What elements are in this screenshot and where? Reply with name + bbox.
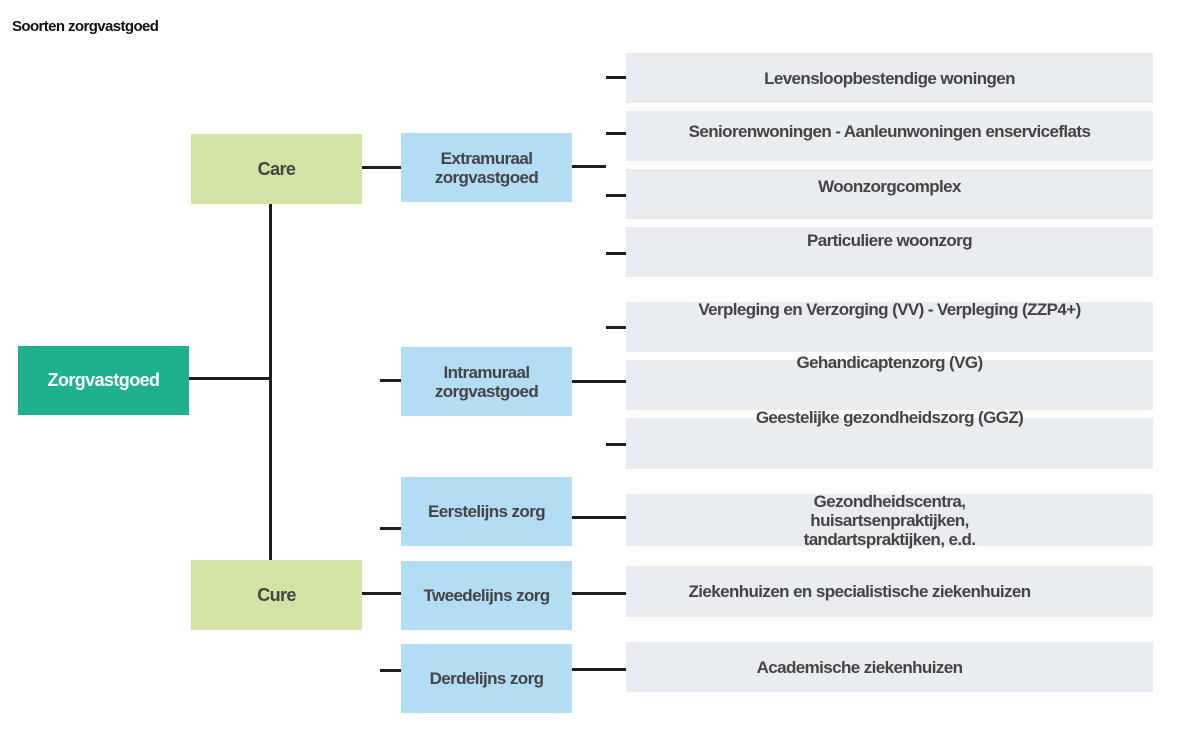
leaf-vv: Verpleging en Verzorging (VV) - Verplegi… [626,301,1153,352]
connector [606,252,626,255]
leaf-academisch: Academische ziekenhuizen [626,642,1153,692]
connector [606,76,626,79]
connector [606,326,626,329]
connector [362,166,401,169]
connector [380,527,401,530]
leaf-ggz: Geestelijke gezondheidszorg (GGZ) [626,409,1153,469]
leaf-ziekenhuizen: Ziekenhuizen en specialistische ziekenhu… [626,566,1153,617]
node-derdelijns: Derdelijns zorg [401,644,572,713]
node-care: Care [191,134,362,204]
node-tweedelijns: Tweedelijns zorg [401,561,572,630]
connector [362,592,401,595]
node-eerstelijns: Eerstelijns zorg [401,477,572,546]
connector [380,669,401,672]
diagram-title: Soorten zorgvastgoed [12,18,159,35]
node-extramuraal: Extramuraal zorgvastgoed [401,133,572,202]
connector [572,380,626,383]
connector [606,194,626,197]
leaf-eerstelijns: Gezondheidscentra, huisartsenpraktijken,… [626,492,1153,549]
connector [572,165,606,168]
leaf-seniorenwoningen: Seniorenwoningen - Aanleunwoningen enser… [626,111,1153,161]
leaf-woonzorgcomplex: Woonzorgcomplex [626,169,1153,219]
connector [269,204,272,560]
connector [572,592,626,595]
leaf-particuliere-woonzorg: Particuliere woonzorg [626,227,1153,277]
connector [380,379,401,382]
leaf-levensloopbestendig: Levensloopbestendige woningen [626,53,1153,103]
connector [189,377,271,380]
connector [572,668,626,671]
connector [606,132,626,135]
connector [572,516,626,519]
node-zorgvastgoed: Zorgvastgoed [18,346,189,415]
leaf-vg: Gehandicaptenzorg (VG) [626,354,1153,410]
node-cure: Cure [191,560,362,630]
node-intramuraal: Intramuraal zorgvastgoed [401,347,572,416]
connector [606,443,626,446]
